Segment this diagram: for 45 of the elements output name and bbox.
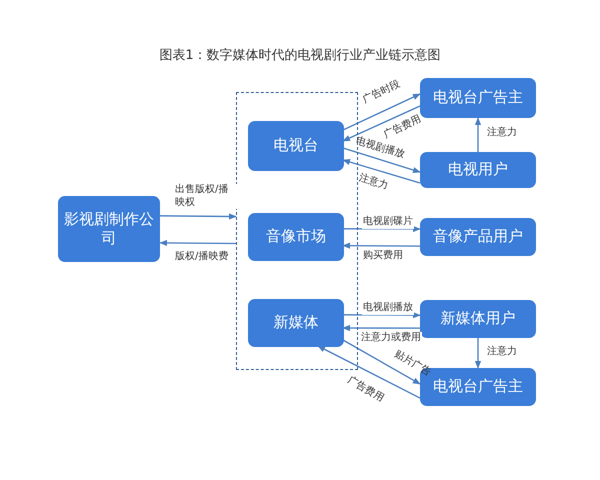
edge-label: 注意力 [486, 127, 518, 140]
arrow [342, 105, 420, 142]
arrow [159, 240, 236, 246]
arrow [474, 338, 482, 369]
arrow [342, 93, 421, 131]
box-label: 电视用户 [448, 160, 508, 180]
process-box [420, 78, 536, 118]
box-label: 电视台 [274, 136, 318, 156]
edge-label: 注意力 [486, 346, 518, 358]
arrow [342, 339, 421, 385]
edge-label: 贴片广告 [391, 348, 434, 380]
dashed-group-box [236, 92, 358, 370]
edge-label: 版权/播映费 [174, 251, 230, 264]
process-box [248, 121, 344, 171]
arrow [342, 324, 420, 332]
box-label: 电视台广告主 [433, 88, 523, 108]
edge-label: 注意力 [356, 172, 391, 194]
process-box [420, 152, 536, 188]
edge-label: 电视剧碟片 [362, 216, 414, 228]
arrow [342, 159, 420, 184]
box-label: 音像市场 [266, 227, 326, 247]
arrow [317, 345, 420, 399]
edge-label: 广告费用 [344, 374, 386, 406]
arrow [474, 117, 482, 152]
process-box [248, 299, 344, 347]
arrow [342, 242, 420, 249]
arrow [343, 226, 421, 232]
edge-label: 出售版权/播映权 [174, 184, 238, 209]
box-label: 音像产品用户 [433, 227, 523, 247]
arrow [343, 312, 421, 318]
process-box [58, 196, 160, 262]
edge-label: 广告时段 [360, 78, 403, 108]
box-label: 新媒体用户 [440, 309, 516, 329]
box-label: 影视剧制作公司 [64, 210, 154, 248]
box-label: 电视台广告主 [433, 377, 523, 397]
arrow [342, 147, 421, 174]
process-box [248, 213, 344, 261]
process-box [420, 218, 536, 256]
process-box [420, 300, 536, 338]
diagram-title: 图表1：数字媒体时代的电视剧行业产业链示意图 [158, 47, 442, 64]
edge-label: 注意力或费用 [360, 332, 422, 344]
arrow [160, 213, 237, 220]
box-label: 新媒体 [274, 313, 318, 333]
edge-label: 购买费用 [362, 250, 404, 262]
edge-label: 电视剧播放 [362, 302, 414, 314]
